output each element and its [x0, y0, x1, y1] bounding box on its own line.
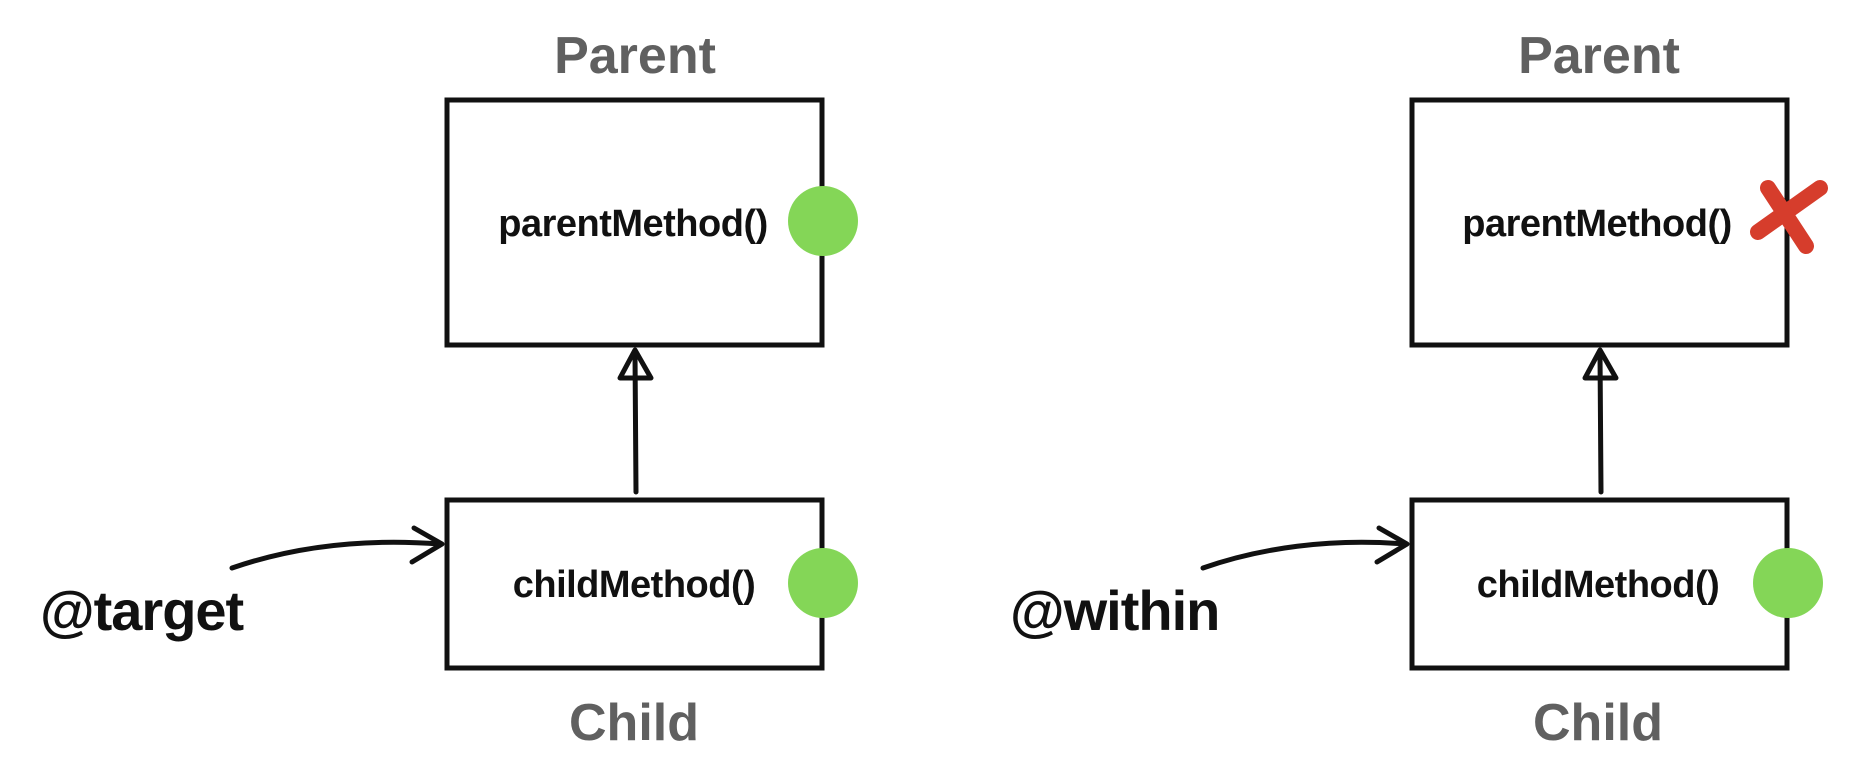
child-title: Child: [1533, 694, 1663, 752]
pointer-arrow: [1200, 525, 1410, 571]
child-box: [444, 497, 825, 671]
parent-title: Parent: [554, 27, 716, 85]
child-method: childMethod(): [1477, 564, 1720, 606]
parent-method: parentMethod(): [1462, 203, 1732, 245]
match-dot-icon: [788, 548, 858, 618]
panel-target: Parent parentMethod() childMethod() Chil…: [40, 27, 858, 752]
pointer-arrow: [229, 525, 445, 571]
panel-within: Parent parentMethod() childMethod() Chil…: [1010, 27, 1828, 752]
parent-title: Parent: [1518, 27, 1680, 85]
match-dot-icon: [1753, 548, 1823, 618]
match-dot-icon: [788, 186, 858, 256]
parent-box: [1409, 97, 1790, 348]
child-method: childMethod(): [513, 564, 756, 606]
child-title: Child: [569, 694, 699, 752]
no-match-x-icon: [1750, 180, 1828, 254]
inheritance-arrow: [617, 347, 654, 495]
annotation-label: @target: [40, 579, 244, 642]
child-box: [1409, 497, 1790, 671]
parent-box: [444, 97, 825, 348]
parent-method: parentMethod(): [498, 203, 768, 245]
annotation-label: @within: [1010, 579, 1219, 642]
inheritance-arrow: [1582, 347, 1619, 495]
